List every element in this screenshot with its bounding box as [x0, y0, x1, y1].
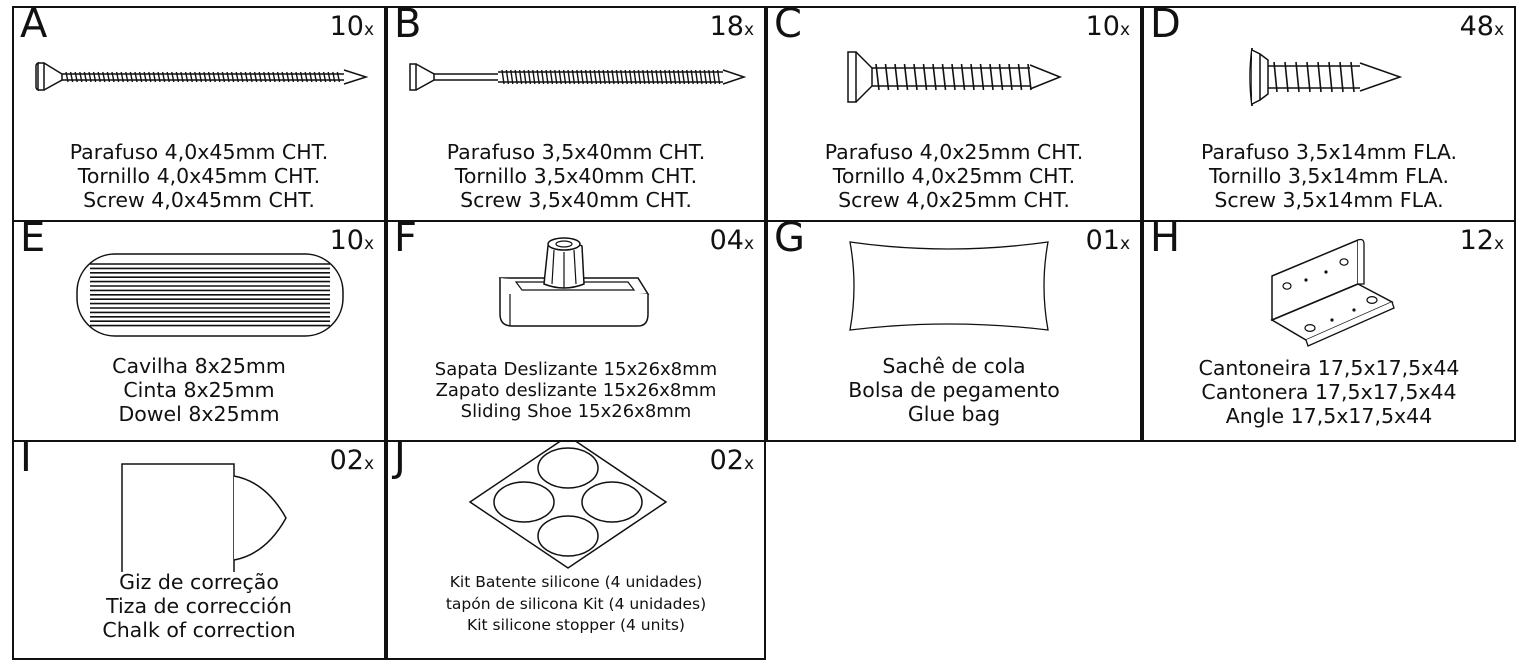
- caption-pt: Cavilha 8x25mm: [112, 354, 286, 378]
- part-letter: E: [20, 220, 46, 261]
- caption-pt: Parafuso 3,5x40mm CHT.: [446, 140, 706, 164]
- caption-en: Dowel 8x25mm: [118, 402, 280, 426]
- part-letter: D: [1150, 6, 1181, 47]
- part-letter: H: [1150, 220, 1181, 261]
- caption-es: Tornillo 4,0x25mm CHT.: [832, 164, 1076, 188]
- part-cell-d: D 48x Parafuso 3,5x14mm FLA. Tornillo 3,…: [1142, 6, 1516, 222]
- caption-en: Sliding Shoe 15x26x8mm: [460, 401, 692, 422]
- part-cell-g: G 01x Sachê de cola Bolsa de pegamento G…: [766, 220, 1142, 442]
- screw-with-shank-icon: [409, 63, 747, 91]
- glue-bag-icon: [849, 241, 1049, 331]
- caption-en: Glue bag: [907, 402, 1001, 426]
- part-caption: Sapata Deslizante 15x26x8mm Zapato desli…: [388, 359, 764, 422]
- caption-es: Cantonera 17,5x17,5x44: [1201, 380, 1457, 404]
- caption-pt: Sachê de cola: [882, 354, 1026, 378]
- part-caption: Kit Batente silicone (4 unidades) tapón …: [388, 572, 764, 637]
- caption-pt: Parafuso 4,0x45mm CHT.: [69, 140, 329, 164]
- sliding-shoe-icon: [498, 237, 650, 327]
- part-cell-c: C 10x Parafuso 4,0x25mm CHT. Tornillo 4,…: [766, 6, 1142, 222]
- part-cell-b: B 18x Parafuso 3,5x40mm CHT. Tornillo 3,…: [386, 6, 766, 222]
- part-caption: Sachê de cola Bolsa de pegamento Glue ba…: [768, 354, 1140, 426]
- part-letter: G: [774, 220, 805, 261]
- part-cell-i: I 02x Giz de correção Tiza de corrección…: [12, 440, 386, 660]
- silicone-stopper-kit-icon: [468, 442, 668, 569]
- caption-en: Screw 4,0x45mm CHT.: [83, 188, 315, 212]
- caption-pt: Parafuso 3,5x14mm FLA.: [1200, 140, 1458, 164]
- caption-es: Bolsa de pegamento: [848, 378, 1060, 402]
- long-screw-icon: [35, 61, 369, 92]
- part-cell-f: F 04x Sapata Deslizante 15x26x8mm Zapato…: [386, 220, 766, 442]
- quantity-label: 48x: [1459, 11, 1504, 42]
- part-letter: F: [394, 220, 418, 261]
- caption-en: Chalk of correction: [102, 618, 296, 642]
- caption-en: Angle 17,5x17,5x44: [1225, 404, 1433, 428]
- part-cell-j: J 02x Kit Batente silicone (4 unidades) …: [386, 440, 766, 660]
- part-letter: B: [394, 6, 422, 47]
- caption-en: Screw 3,5x40mm CHT.: [460, 188, 692, 212]
- part-cell-e: E 10x Cavilha 8x25mm Cinta 8x25mm Dowel …: [12, 220, 386, 442]
- quantity-label: 10x: [329, 11, 374, 42]
- caption-es: Tiza de corrección: [106, 594, 292, 618]
- part-caption: Parafuso 3,5x14mm FLA. Tornillo 3,5x14mm…: [1144, 140, 1514, 212]
- caption-es: Cinta 8x25mm: [123, 378, 275, 402]
- part-caption: Cavilha 8x25mm Cinta 8x25mm Dowel 8x25mm: [14, 354, 384, 426]
- caption-es: tapón de silicona Kit (4 unidades): [445, 594, 707, 613]
- flange-screw-icon: [1249, 47, 1403, 107]
- part-caption: Cantoneira 17,5x17,5x44 Cantonera 17,5x1…: [1144, 356, 1514, 428]
- caption-pt: Cantoneira 17,5x17,5x44: [1198, 356, 1460, 380]
- quantity-label: 02x: [709, 445, 754, 476]
- caption-es: Tornillo 3,5x14mm FLA.: [1209, 164, 1449, 188]
- part-caption: Parafuso 4,0x45mm CHT. Tornillo 4,0x45mm…: [14, 140, 384, 212]
- quantity-label: 10x: [1085, 11, 1130, 42]
- part-letter: A: [20, 6, 48, 47]
- caption-en: Screw 3,5x14mm FLA.: [1214, 188, 1444, 212]
- quantity-label: 10x: [329, 225, 374, 256]
- chalk-icon: [121, 463, 287, 572]
- part-caption: Giz de correção Tiza de corrección Chalk…: [14, 570, 384, 642]
- angle-bracket-icon: [1270, 238, 1395, 347]
- part-caption: Parafuso 3,5x40mm CHT. Tornillo 3,5x40mm…: [388, 140, 764, 212]
- short-screw-icon: [847, 51, 1063, 103]
- caption-pt: Sapata Deslizante 15x26x8mm: [434, 359, 718, 380]
- quantity-label: 01x: [1085, 225, 1130, 256]
- part-caption: Parafuso 4,0x25mm CHT. Tornillo 4,0x25mm…: [768, 140, 1140, 212]
- part-cell-a: A 10x Parafuso 4,0x45mm CHT. Tornillo 4,…: [12, 6, 386, 222]
- dowel-icon: [76, 253, 344, 337]
- quantity-label: 04x: [709, 225, 754, 256]
- part-letter: I: [20, 440, 32, 481]
- caption-pt: Kit Batente silicone (4 unidades): [449, 573, 703, 591]
- caption-en: Kit silicone stopper (4 units): [467, 616, 685, 634]
- quantity-label: 02x: [329, 445, 374, 476]
- caption-pt: Parafuso 4,0x25mm CHT.: [824, 140, 1084, 164]
- part-letter: J: [394, 440, 406, 481]
- part-letter: C: [774, 6, 802, 47]
- part-cell-h: H 12x Cantoneira 17,5x17,5x44 Cantonera …: [1142, 220, 1516, 442]
- caption-es: Tornillo 3,5x40mm CHT.: [454, 164, 698, 188]
- caption-pt: Giz de correção: [119, 570, 279, 594]
- caption-es: Tornillo 4,0x45mm CHT.: [77, 164, 321, 188]
- quantity-label: 18x: [709, 11, 754, 42]
- quantity-label: 12x: [1459, 225, 1504, 256]
- caption-en: Screw 4,0x25mm CHT.: [838, 188, 1070, 212]
- caption-es: Zapato deslizante 15x26x8mm: [435, 380, 717, 401]
